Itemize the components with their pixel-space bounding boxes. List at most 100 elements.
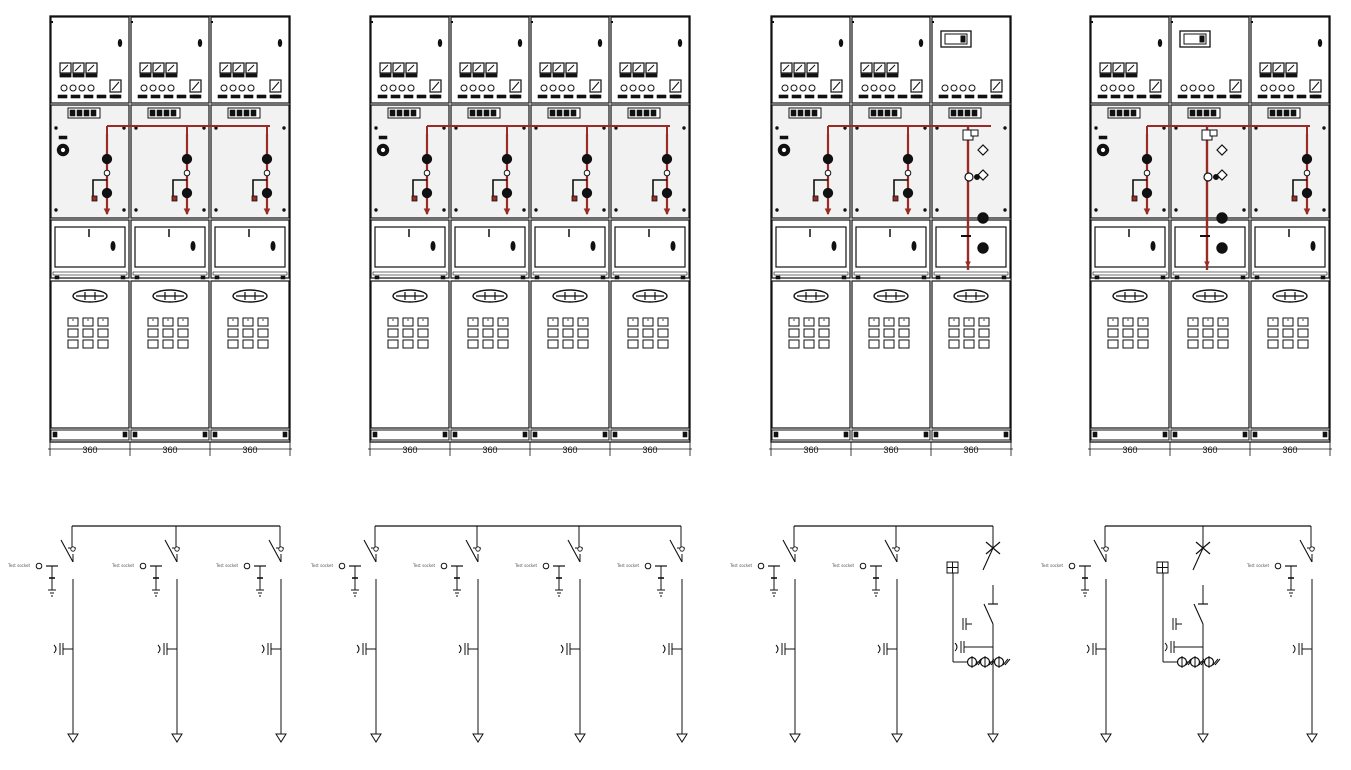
meter-group bbox=[619, 62, 658, 78]
vent-slot bbox=[1282, 339, 1294, 349]
lower-front-panel bbox=[530, 280, 610, 429]
switch-feeder: Test socket bbox=[310, 526, 382, 743]
mechanism-compartment bbox=[50, 104, 130, 219]
switch-unit bbox=[450, 16, 530, 441]
switch-operator bbox=[101, 187, 113, 199]
bolt bbox=[202, 208, 206, 212]
vent-slot bbox=[402, 317, 414, 327]
mechanism-compartment bbox=[931, 104, 1011, 219]
nameplate bbox=[496, 94, 507, 99]
vent-slot bbox=[883, 339, 895, 349]
switch-operator bbox=[902, 187, 914, 199]
switch-operator bbox=[421, 187, 433, 199]
vent-slot bbox=[978, 339, 990, 349]
switch-unit bbox=[530, 16, 610, 441]
bolt bbox=[282, 126, 286, 130]
nameplate bbox=[951, 94, 962, 99]
breaker-unit bbox=[931, 16, 1011, 441]
nameplate bbox=[217, 94, 228, 99]
meter-group bbox=[860, 62, 899, 78]
indicator-lamp bbox=[959, 84, 967, 92]
vent-slot bbox=[1217, 339, 1229, 349]
vent-slot bbox=[642, 317, 654, 327]
meter-group bbox=[459, 62, 498, 78]
vent-slot bbox=[162, 328, 174, 338]
vent-slot bbox=[788, 328, 800, 338]
nameplate bbox=[176, 94, 187, 99]
vent-slot bbox=[1107, 328, 1119, 338]
test-socket-label: Test socket bbox=[310, 563, 334, 568]
bolt bbox=[775, 208, 779, 212]
nameplate bbox=[390, 94, 401, 99]
nameplate bbox=[1177, 94, 1188, 99]
indicator-lamp bbox=[1207, 84, 1215, 92]
vent-slot bbox=[868, 328, 880, 338]
indicator-lamp bbox=[1278, 84, 1286, 92]
test-socket-label: Test socket bbox=[729, 563, 753, 568]
vent-slot bbox=[1297, 339, 1309, 349]
nameplate bbox=[1203, 94, 1214, 99]
vent-slot bbox=[482, 328, 494, 338]
switch-operator bbox=[1301, 187, 1313, 199]
mechanism-compartment bbox=[130, 104, 210, 219]
vent-slot bbox=[547, 328, 559, 338]
bolt bbox=[282, 208, 286, 212]
meter-group bbox=[539, 62, 578, 78]
indicator-lamp bbox=[950, 84, 958, 92]
bolt bbox=[1162, 126, 1166, 130]
indicator-lamp bbox=[437, 39, 443, 47]
switch-feeder: Test socket bbox=[514, 526, 586, 743]
dimension-label: 360 bbox=[803, 445, 818, 455]
switch-operator bbox=[1216, 242, 1228, 254]
vent-slot bbox=[577, 339, 589, 349]
indicator-lamp bbox=[1269, 84, 1277, 92]
vent-slot bbox=[577, 328, 589, 338]
vent-slot bbox=[1187, 317, 1199, 327]
busbar bbox=[426, 125, 670, 134]
lineup-frame bbox=[1089, 15, 1331, 443]
vent-slot bbox=[67, 317, 79, 327]
indicator-lamp bbox=[487, 84, 495, 92]
indicator-lamp bbox=[140, 84, 148, 92]
switch-operator bbox=[101, 153, 113, 165]
bolt bbox=[602, 126, 606, 130]
nameplate bbox=[630, 94, 641, 99]
vent-slot bbox=[818, 328, 830, 338]
bolt bbox=[1254, 208, 1258, 212]
switch-operator bbox=[661, 153, 673, 165]
vent-slot bbox=[177, 339, 189, 349]
dimension-label: 360 bbox=[1202, 445, 1217, 455]
vent-slot bbox=[657, 317, 669, 327]
lower-front-panel bbox=[931, 280, 1011, 429]
indicator-lamp bbox=[838, 39, 844, 47]
lower-front-panel bbox=[210, 280, 290, 429]
vent-slot bbox=[948, 317, 960, 327]
indicator-lamp bbox=[558, 84, 566, 92]
vent-slot bbox=[147, 317, 159, 327]
indicator-lamp bbox=[460, 84, 468, 92]
vent-slot bbox=[387, 317, 399, 327]
switch-mimic bbox=[171, 134, 193, 216]
cable-cover bbox=[1174, 226, 1246, 268]
interlock-knob bbox=[1150, 241, 1156, 251]
vent-slot bbox=[1122, 339, 1134, 349]
bolt bbox=[534, 208, 538, 212]
switch-operator bbox=[977, 242, 989, 254]
indicator-lamp bbox=[677, 39, 683, 47]
base-frame bbox=[210, 429, 290, 441]
base-frame bbox=[610, 429, 690, 441]
nameplate bbox=[897, 94, 908, 99]
vent-slot bbox=[482, 339, 494, 349]
indicator-lamp bbox=[277, 39, 283, 47]
bolt bbox=[1174, 208, 1178, 212]
vent-slot bbox=[147, 328, 159, 338]
bolt bbox=[1162, 208, 1166, 212]
nameplate bbox=[163, 94, 174, 99]
vent-slot bbox=[467, 328, 479, 338]
bolt bbox=[935, 208, 939, 212]
indicator-lamp bbox=[398, 84, 406, 92]
dimension-label: 360 bbox=[1282, 445, 1297, 455]
indicator-lamp bbox=[918, 39, 924, 47]
